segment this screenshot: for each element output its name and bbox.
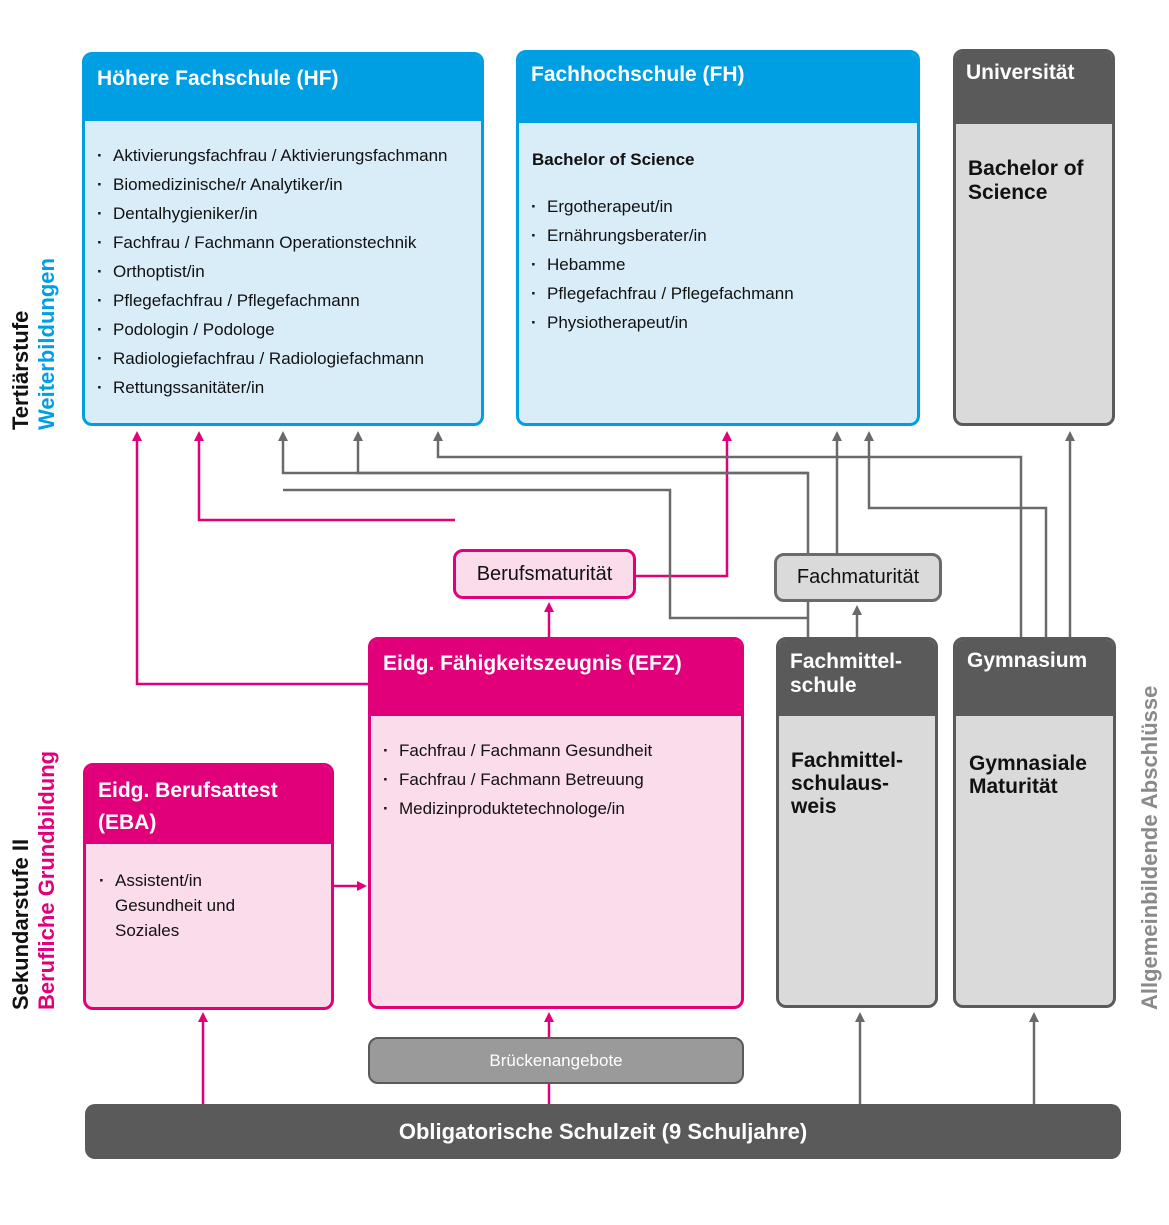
brueckenangebote-label: Brückenangebote — [489, 1050, 623, 1070]
list-item: Orthoptist/in — [85, 257, 481, 286]
general-label: Allgemeinbildende Abschlüsse — [1137, 685, 1162, 1010]
list-item: Aktivierungsfachfrau / Aktivierungsfachm… — [85, 141, 481, 170]
list-item: Rettungssanitäter/in — [85, 373, 481, 402]
fms-body-line1: Fachmittel- — [791, 749, 904, 772]
efz-title: Eidg. Fähigkeitszeugnis (EFZ) — [371, 640, 741, 716]
fms-title-line1: Fachmittel- — [790, 650, 903, 673]
fms-body-line3: weis — [791, 795, 837, 818]
fh-title: Fachhochschule (FH) — [519, 53, 917, 123]
obligatorisch-bar: Obligatorische Schulzeit (9 Schuljahre) — [85, 1104, 1121, 1159]
hf-list: Aktivierungsfachfrau / Aktivierungsfachm… — [85, 141, 481, 402]
fachmaturitaet-label: Fachmaturität — [796, 566, 920, 588]
fm-to-hf-line — [353, 431, 808, 475]
fms-body: Fachmittel- schulaus- weis — [779, 716, 935, 1005]
gym-body: Gymnasiale Maturität — [956, 716, 1113, 1005]
eba-box: Eidg. Berufsattest (EBA) · Assistent/in … — [83, 763, 334, 1010]
eba-item-line1: Assistent/in — [115, 871, 202, 890]
list-item: Hebamme — [519, 250, 917, 279]
list-item: Ergotherapeut/in — [519, 192, 917, 221]
gym-to-hf-line — [433, 431, 1023, 638]
secondary-label-line1: Sekundarstufe II — [8, 838, 33, 1010]
list-item: Fachfrau / Fachmann Operationstechnik — [85, 228, 481, 257]
fms-body-line2: schulaus- — [791, 772, 890, 795]
bm-to-hf-line — [194, 431, 455, 522]
list-item: Radiologiefachfrau / Radiologiefachmann — [85, 344, 481, 373]
fms-box: Fachmittel- schule Fachmittel- schulaus-… — [776, 637, 938, 1008]
eba-title-line2: (EBA) — [98, 811, 157, 834]
fms-title-line2: schule — [790, 674, 857, 697]
berufsmaturitaet-label: Berufsmaturität — [476, 562, 613, 585]
fms-to-hf-line — [278, 431, 810, 638]
bm-to-fh-line — [636, 431, 732, 578]
list-item: Podologin / Podologe — [85, 315, 481, 344]
eba-body: · Assistent/in Gesundheit und Soziales — [86, 844, 331, 1007]
list-item: Dentalhygieniker/in — [85, 199, 481, 228]
tertiary-label-line2: Weiterbildungen — [34, 258, 59, 430]
gym-title: Gymnasium — [956, 640, 1113, 716]
fh-subtitle: Bachelor of Science — [532, 150, 695, 169]
uni-body: Bachelor of Science — [956, 124, 1112, 423]
hf-title: Höhere Fachschule (HF) — [85, 55, 481, 121]
list-item: Biomedizinische/r Analytiker/in — [85, 170, 481, 199]
hf-body: Aktivierungsfachfrau / Aktivierungsfachm… — [85, 121, 481, 423]
tertiary-label-line1: Tertiärstufe — [8, 310, 33, 430]
eba-title-line1: Eidg. Berufsattest — [98, 779, 278, 802]
list-item: Fachfrau / Fachmann Betreuung — [371, 765, 741, 794]
bullet-icon: · — [99, 871, 105, 890]
list-item: Medizinproduktetechnologe/in — [371, 794, 741, 823]
fh-box: Fachhochschule (FH) Bachelor of Science … — [516, 50, 920, 426]
tertiary-label: Tertiärstufe Weiterbildungen — [8, 258, 60, 430]
list-item: Fachfrau / Fachmann Gesundheit — [371, 736, 741, 765]
secondary-label-line2: Berufliche Grundbildung — [34, 750, 59, 1010]
list-item: Ernährungsberater/in — [519, 221, 917, 250]
list-item: Pflegefachfrau / Pflegefachmann — [85, 286, 481, 315]
fms-to-hf-line-2 — [283, 488, 808, 620]
eba-item-line3: Soziales — [115, 921, 180, 940]
brueckenangebote-box: Brückenangebote — [368, 1037, 744, 1084]
fms-title: Fachmittel- schule — [779, 640, 935, 716]
gym-body-line1: Gymnasiale — [969, 752, 1087, 775]
gym-to-fh-line — [864, 431, 1048, 638]
efz-list: Fachfrau / Fachmann GesundheitFachfrau /… — [371, 736, 741, 823]
gym-box: Gymnasium Gymnasiale Maturität — [953, 637, 1116, 1008]
list-item: Pflegefachfrau / Pflegefachmann — [519, 279, 917, 308]
eba-item: · Assistent/in Gesundheit und Soziales — [86, 868, 331, 943]
uni-box: Universität Bachelor of Science — [953, 49, 1115, 426]
gym-body-line2: Maturität — [969, 775, 1058, 798]
eba-item-line2: Gesundheit und — [115, 896, 236, 915]
berufsmaturitaet-box: Berufsmaturität — [453, 549, 636, 599]
efz-box: Eidg. Fähigkeitszeugnis (EFZ) Fachfrau /… — [368, 637, 744, 1009]
list-item: Physiotherapeut/in — [519, 308, 917, 337]
uni-line1: Bachelor of — [968, 157, 1084, 180]
eba-title: Eidg. Berufsattest (EBA) — [86, 766, 331, 844]
uni-line2: Science — [968, 181, 1048, 204]
uni-title: Universität — [956, 52, 1112, 124]
fachmaturitaet-box: Fachmaturität — [774, 553, 942, 602]
obligatorisch-label: Obligatorische Schulzeit (9 Schuljahre) — [398, 1118, 808, 1144]
hf-box: Höhere Fachschule (HF) Aktivierungsfachf… — [82, 52, 484, 426]
fh-list: Ergotherapeut/inErnährungsberater/inHeba… — [519, 192, 917, 337]
secondary-label: Sekundarstufe II Berufliche Grundbildung — [8, 751, 60, 1010]
efz-to-hf-line — [132, 431, 370, 686]
efz-body: Fachfrau / Fachmann GesundheitFachfrau /… — [371, 716, 741, 1006]
fh-body: Bachelor of Science Ergotherapeut/inErnä… — [519, 123, 917, 423]
